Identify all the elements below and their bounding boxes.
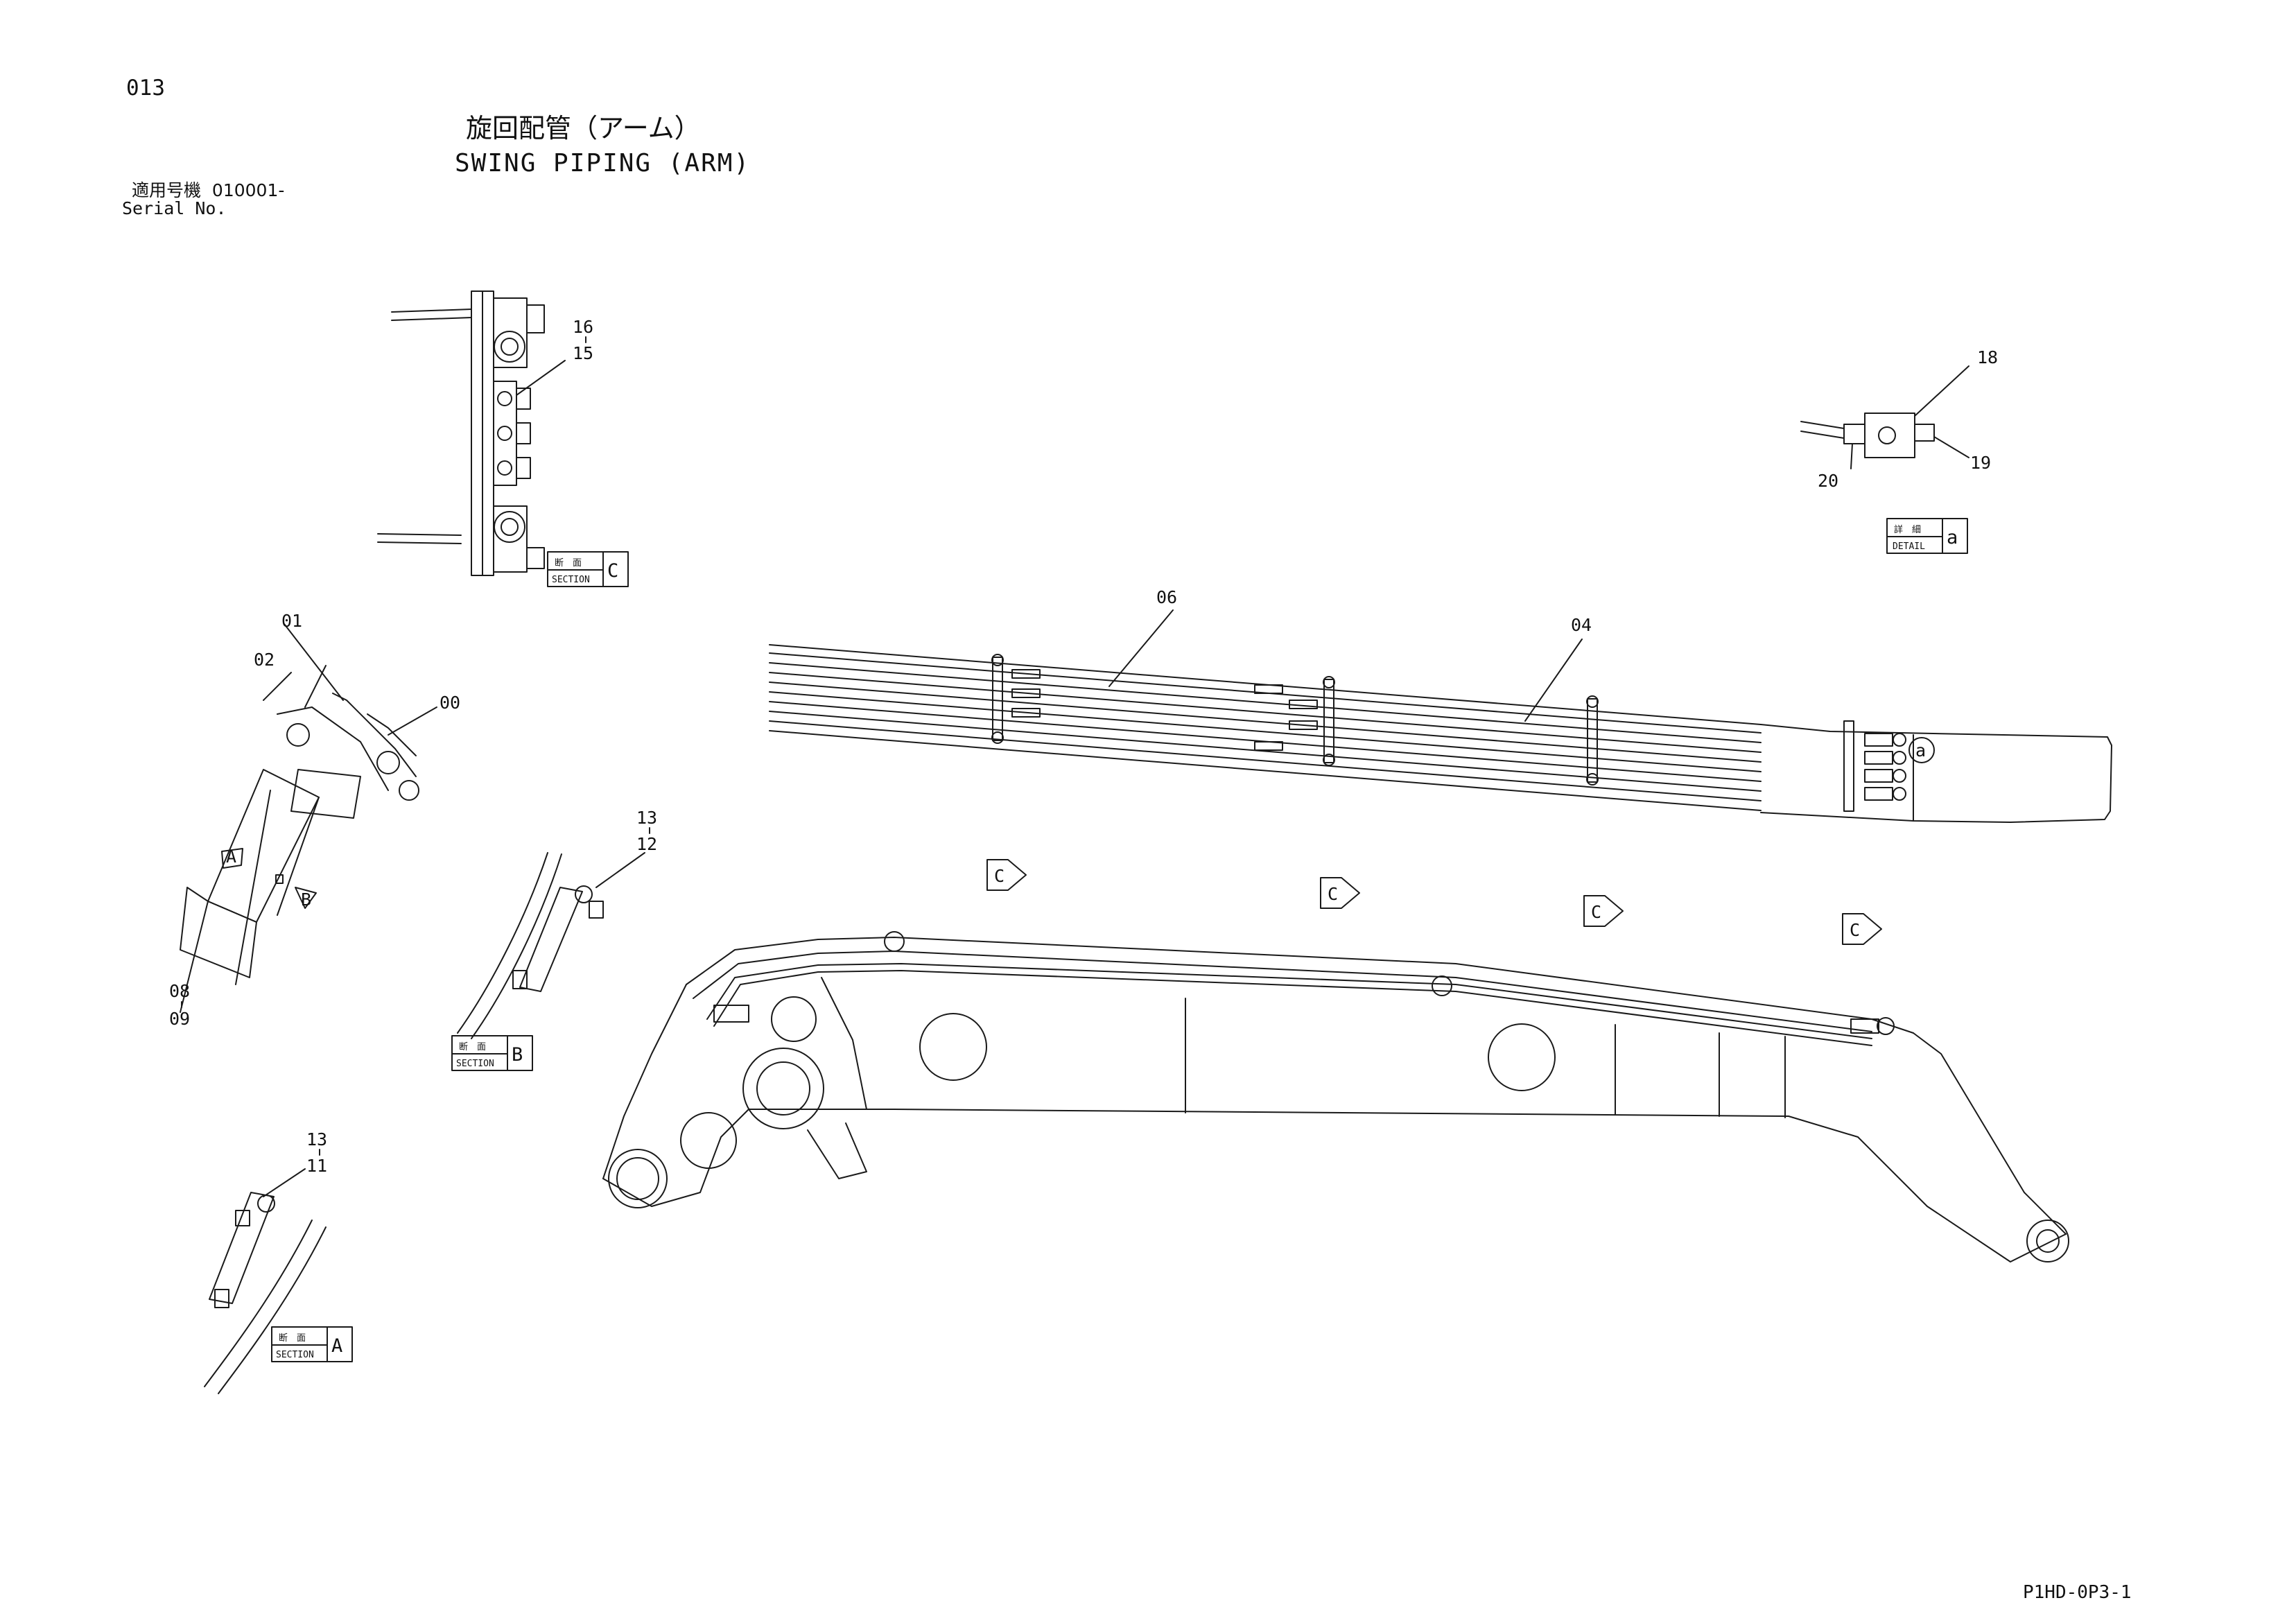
section-b-tag — [451, 1035, 533, 1071]
label-16: 16 — [573, 317, 593, 337]
label-06: 06 — [1156, 587, 1177, 607]
detail-a-tag — [1886, 518, 1968, 554]
serial-label-jp: 適用号機 — [132, 180, 202, 200]
serial-label-english: Serial No. — [122, 198, 227, 218]
section-c-view — [377, 290, 566, 576]
detail-a-tag-letter: a — [1947, 527, 1958, 548]
detail-a-view — [1800, 365, 1969, 469]
clamp-assembly — [180, 623, 437, 1013]
section-b-tag-en: SECTION — [456, 1059, 494, 1069]
detail-a-tag-jp: 詳 細 — [1894, 524, 1921, 535]
title-english: SWING PIPING (ARM) — [455, 149, 751, 177]
page-number: 013 — [126, 76, 165, 101]
view-b-marker: B — [301, 889, 311, 910]
label-20: 20 — [1818, 471, 1838, 491]
marker-c-4: C — [1850, 920, 1860, 940]
detail-ref-a: a — [1915, 740, 1926, 761]
drawing-code: P1HD-0P3-1 — [2023, 1582, 2132, 1603]
section-b-tag-jp: 断 面 — [459, 1042, 486, 1052]
section-c-tag-en: SECTION — [552, 575, 590, 585]
label-12: 12 — [636, 834, 657, 854]
detail-a-tag-en: DETAIL — [1893, 541, 1925, 552]
label-18: 18 — [1977, 347, 1998, 367]
section-a-view — [204, 1168, 327, 1394]
section-b-view — [457, 852, 645, 1039]
label-15: 15 — [573, 343, 593, 363]
marker-c-2: C — [1328, 884, 1338, 904]
arm-top-view — [769, 644, 2112, 823]
marker-c-1: C — [994, 866, 1004, 886]
label-11: 11 — [306, 1156, 327, 1176]
section-a-tag-jp: 断 面 — [279, 1333, 306, 1344]
label-19: 19 — [1970, 453, 1991, 473]
section-a-tag-letter: A — [331, 1335, 342, 1357]
label-13-b: 13 — [636, 808, 657, 828]
label-13-a: 13 — [306, 1129, 327, 1149]
section-c-tag-letter: C — [607, 560, 618, 582]
section-a-tag-en: SECTION — [276, 1350, 314, 1360]
serial-value: 010001- — [211, 180, 285, 200]
label-02: 02 — [254, 650, 275, 670]
arm-side-view — [602, 931, 2069, 1262]
section-c-tag-jp: 断 面 — [555, 558, 582, 569]
section-c-tag — [547, 551, 629, 587]
label-01: 01 — [281, 611, 302, 631]
serial-label-japanese: 適用号機 010001- — [132, 182, 284, 199]
marker-c-3: C — [1591, 902, 1601, 922]
label-08: 08 — [169, 981, 190, 1001]
section-c-markers — [986, 859, 1882, 945]
label-00: 00 — [440, 693, 460, 713]
section-b-tag-letter: B — [512, 1044, 523, 1066]
view-a-marker: A — [226, 847, 236, 867]
label-09: 09 — [169, 1009, 190, 1029]
label-04: 04 — [1571, 615, 1592, 635]
title-japanese: 旋回配管（アーム） — [466, 113, 701, 144]
section-a-tag — [271, 1326, 353, 1362]
